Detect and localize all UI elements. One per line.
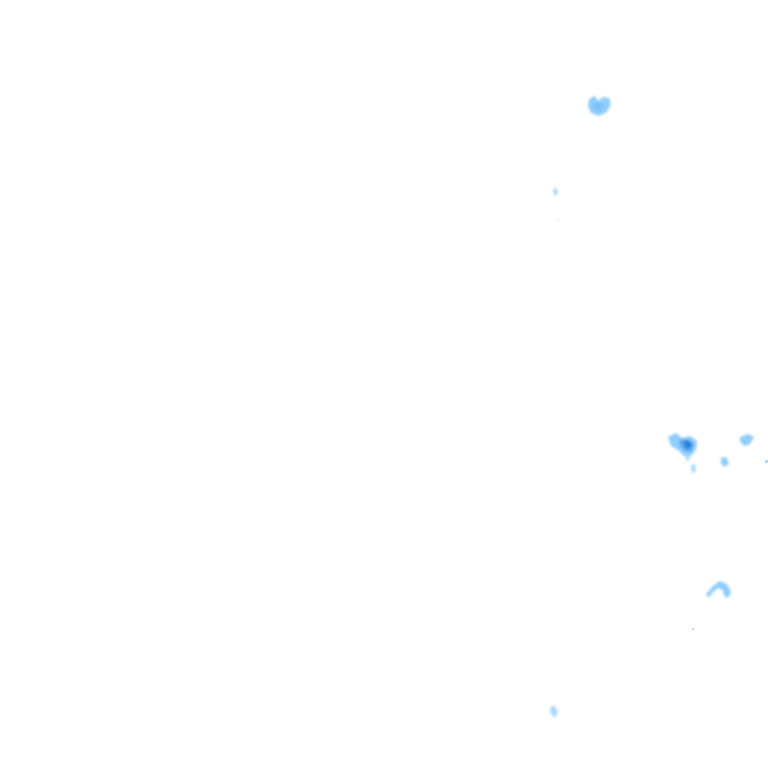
radar-echo-speck-1 xyxy=(553,188,558,196)
radar-echo-main-cell xyxy=(668,433,697,461)
radar-echo-speck-2 xyxy=(557,220,559,221)
radar-echo-east-1 xyxy=(740,434,754,446)
radar-echo-speck-3 xyxy=(692,628,694,630)
radar-echo-edge xyxy=(765,460,768,463)
radar-echo-east-2 xyxy=(721,457,729,467)
radar-echo-east-3 xyxy=(691,464,696,473)
radar-echo-south-east xyxy=(706,581,731,598)
radar-echo-south xyxy=(550,705,558,718)
radar-echo-north xyxy=(588,96,611,116)
